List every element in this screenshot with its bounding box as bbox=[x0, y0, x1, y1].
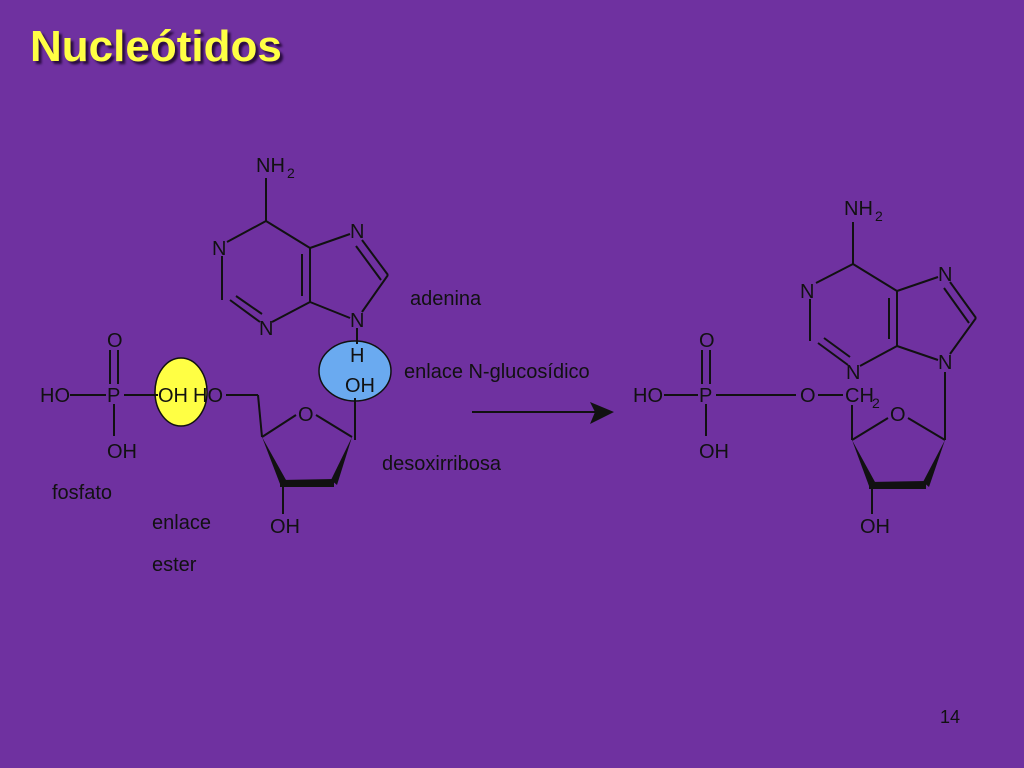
right-phosphate-bonds bbox=[664, 350, 843, 436]
right-phosphate-ho-label: HO bbox=[633, 385, 663, 407]
left-nh2-label: NH bbox=[256, 155, 285, 177]
left-n1-label: N bbox=[212, 238, 226, 260]
reaction-arrow bbox=[472, 402, 614, 424]
desoxirribosa-label: desoxirribosa bbox=[382, 453, 502, 475]
right-adenine-bonds bbox=[809, 222, 977, 440]
right-ch2-label: CH bbox=[845, 385, 874, 407]
right-sugar-bonds bbox=[851, 405, 946, 514]
right-sugar-wedge-left bbox=[852, 440, 875, 486]
right-sugar-oh-label: OH bbox=[860, 516, 890, 538]
left-sugar-oh-label: OH bbox=[270, 516, 300, 538]
left-sugar-wedge-right bbox=[331, 437, 352, 485]
right-n9-label: N bbox=[938, 352, 952, 374]
left-ring-o-label: O bbox=[298, 404, 314, 426]
ester-label: ester bbox=[152, 554, 197, 576]
left-n7-label: N bbox=[350, 221, 364, 243]
left-n3-label: N bbox=[259, 318, 273, 340]
right-n1-label: N bbox=[800, 281, 814, 303]
right-phosphate-p-label: P bbox=[699, 385, 712, 407]
right-ch2-subscript: 2 bbox=[872, 395, 880, 411]
right-phosphate-o-label: O bbox=[699, 330, 715, 352]
glycosidic-bond-label: enlace N-glucosídico bbox=[404, 361, 590, 383]
right-nh2-label: NH bbox=[844, 198, 873, 220]
left-sugar-ho-label: HO bbox=[193, 385, 223, 407]
left-sugar-wedge-left bbox=[262, 437, 286, 484]
left-sugar-wedge-bottom bbox=[280, 479, 334, 487]
left-phosphate-o-label: O bbox=[107, 330, 123, 352]
adenina-label: adenina bbox=[410, 288, 482, 310]
right-sugar-wedge-right bbox=[923, 440, 945, 487]
left-oh-blue-label: OH bbox=[345, 375, 375, 397]
left-n9-label: N bbox=[350, 310, 364, 332]
right-n7-label: N bbox=[938, 264, 952, 286]
yellow-highlight-ellipse bbox=[154, 357, 208, 427]
left-phosphate-oh-yellow-label: OH bbox=[158, 385, 188, 407]
right-ring-o-label: O bbox=[890, 404, 906, 426]
right-nh2-subscript: 2 bbox=[875, 208, 883, 224]
left-adenine-bonds bbox=[221, 178, 389, 440]
slide-title: Nucleótidos bbox=[30, 22, 282, 71]
right-sugar-wedge-bottom bbox=[869, 481, 926, 489]
right-n3-label: N bbox=[846, 362, 860, 384]
left-phosphate-ho-label: HO bbox=[40, 385, 70, 407]
left-phosphate-oh-bottom-label: OH bbox=[107, 441, 137, 463]
page-number: 14 bbox=[940, 707, 961, 727]
enlace-label: enlace bbox=[152, 512, 211, 534]
right-phosphate-oh-label: OH bbox=[699, 441, 729, 463]
left-phosphate-bonds bbox=[70, 350, 158, 436]
left-phosphate-p-label: P bbox=[107, 385, 120, 407]
left-sugar-bonds bbox=[226, 394, 353, 514]
left-nh2-subscript: 2 bbox=[287, 165, 295, 181]
fosfato-label: fosfato bbox=[52, 482, 112, 504]
right-ester-o-label: O bbox=[800, 385, 816, 407]
left-h-label: H bbox=[350, 345, 364, 367]
